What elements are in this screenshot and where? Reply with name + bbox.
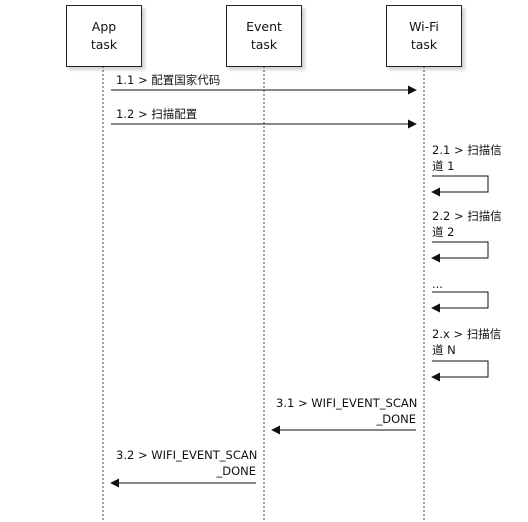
message-text: 2.1 > 扫描信: [432, 143, 502, 157]
event-task-box: Event task: [226, 5, 302, 67]
message-label-2-x: 2.x > 扫描信 道 N: [432, 326, 501, 358]
message-label-1-2: 1.2 > 扫描配置: [116, 106, 197, 122]
app-task-box: App task: [66, 5, 142, 67]
message-text: 道 1: [432, 159, 455, 173]
message-text: 道 N: [432, 343, 456, 357]
self-arrow-2-1: [431, 175, 489, 197]
message-label-1-1: 1.1 > 配置国家代码: [116, 72, 220, 88]
message-text: 3.1 > WIFI_EVENT_SCAN: [276, 396, 418, 410]
participant-label: task: [250, 37, 278, 52]
participant-label: task: [90, 37, 118, 52]
message-text: 道 2: [432, 225, 455, 239]
participant-label: Wi-Fi: [409, 19, 439, 34]
message-label-3-1: 3.1 > WIFI_EVENT_SCAN _DONE: [276, 395, 418, 427]
message-label-ellipsis: ...: [432, 276, 443, 292]
message-text: 2.x > 扫描信: [432, 327, 502, 341]
message-label-2-2: 2.2 > 扫描信 道 2: [432, 208, 502, 240]
message-text: ...: [432, 277, 443, 291]
participant-label: task: [410, 37, 438, 52]
message-text: 1.1 > 配置国家代码: [116, 73, 221, 87]
message-text: 1.2 > 扫描配置: [116, 107, 198, 121]
wifi-task-box: Wi-Fi task: [386, 5, 462, 67]
message-label-3-2: 3.2 > WIFI_EVENT_SCAN _DONE: [116, 447, 258, 479]
message-text: 3.2 > WIFI_EVENT_SCAN: [116, 448, 258, 462]
self-arrow-2-x: [431, 360, 489, 382]
message-label-2-1: 2.1 > 扫描信 道 1: [432, 142, 502, 174]
message-text: _DONE: [376, 412, 416, 426]
message-text: _DONE: [216, 464, 256, 478]
self-arrow-ellipsis: [431, 291, 489, 313]
participant-label: Event: [246, 19, 282, 34]
self-arrow-2-2: [431, 241, 489, 263]
message-text: 2.2 > 扫描信: [432, 209, 502, 223]
participant-label: App: [91, 19, 117, 34]
